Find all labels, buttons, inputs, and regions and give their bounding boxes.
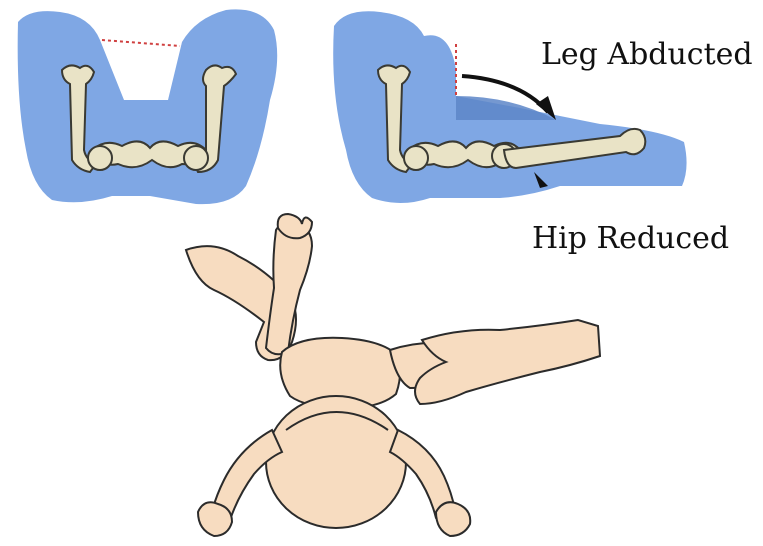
- right-hip-joint-left: [404, 146, 428, 170]
- left-hip-joint-right: [184, 146, 208, 170]
- left-panel-soft-tissue: [18, 9, 278, 204]
- hip-reduced-label: Hip Reduced: [532, 224, 729, 254]
- infant-foot: [278, 214, 312, 238]
- left-hip-joint-left: [88, 146, 112, 170]
- infant-head: [266, 396, 406, 528]
- infant-examination-illustration: [186, 214, 600, 536]
- leg-abducted-label: Leg Abducted: [541, 40, 753, 70]
- left-hip-panel: [18, 9, 278, 204]
- infant-right-hand: [436, 502, 470, 536]
